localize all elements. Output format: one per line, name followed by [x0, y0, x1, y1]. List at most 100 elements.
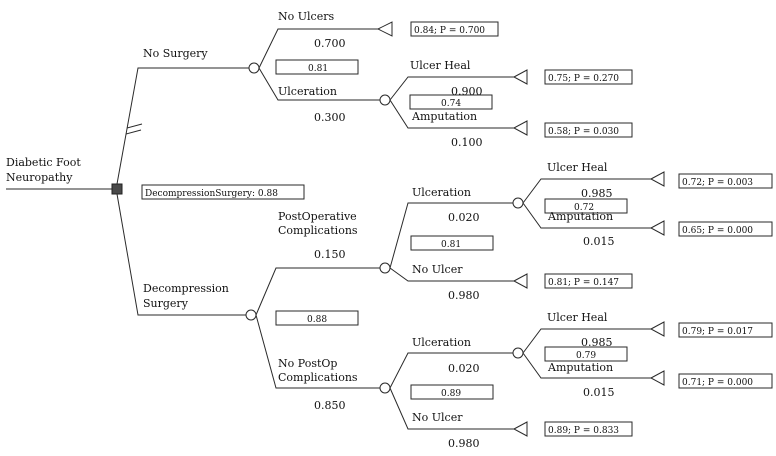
po-ulceration-ev: 0.72	[574, 203, 594, 213]
po-ulceration-label: Ulceration	[412, 186, 471, 199]
terminal-ns-ulcer-heal	[512, 69, 528, 85]
np-ulcer-heal-result-box	[678, 322, 773, 338]
po-amputation-result-box	[678, 221, 773, 237]
np-amputation-label: Amputation	[547, 361, 613, 374]
ns-ulcer-heal-result: 0.75; P = 0.270	[548, 74, 619, 84]
np-ulcer-heal-label: Ulcer Heal	[547, 311, 608, 324]
no-postop-ev: 0.89	[441, 389, 461, 399]
branch-po-no-ulcer[interactable]	[389, 267, 514, 282]
chance-node-ns-ulceration[interactable]	[379, 94, 391, 106]
ns-ulcer-heal-result-box	[544, 69, 633, 85]
chance-node-postop[interactable]	[379, 262, 391, 274]
np-no-ulcer-result-box	[544, 421, 633, 437]
branch-decompression[interactable]	[116, 193, 246, 316]
po-amputation-prob: 0.015	[583, 235, 615, 248]
pruned-mark-1	[126, 123, 143, 129]
ns-ulceration-prob: 0.300	[314, 111, 346, 124]
np-amputation-prob: 0.015	[583, 386, 615, 399]
branch-np-ulceration[interactable]	[389, 352, 513, 389]
chance-node-decompression[interactable]	[245, 309, 257, 321]
decompression-ev: 0.88	[307, 315, 327, 325]
ns-ulceration-label: Ulceration	[278, 85, 337, 98]
po-no-ulcer-prob: 0.980	[448, 289, 480, 302]
pruned-mark-2	[125, 129, 142, 135]
root-title-line2: Neuropathy	[6, 171, 73, 184]
ns-ulceration-ev: 0.74	[441, 99, 461, 109]
ns-amputation-result: 0.58; P = 0.030	[548, 127, 619, 137]
np-ulceration-ev-box	[544, 346, 628, 362]
terminal-ns-amputation	[512, 120, 528, 136]
branch-np-no-ulcer[interactable]	[389, 387, 514, 430]
chance-node-np-ulceration[interactable]	[512, 347, 524, 359]
branch-no-ulcers[interactable]	[258, 28, 378, 69]
decompression-ev-box	[275, 310, 359, 326]
po-no-ulcer-result-box	[544, 273, 633, 289]
po-ulcer-heal-result-box	[678, 173, 773, 189]
chance-node-po-ulceration[interactable]	[512, 197, 524, 209]
ns-amputation-label: Amputation	[411, 110, 477, 123]
no-surgery-label: No Surgery	[143, 47, 208, 60]
np-amputation-result-box	[678, 373, 773, 389]
no-ulcers-prob: 0.700	[314, 37, 346, 50]
np-no-ulcer-label: No Ulcer	[412, 411, 463, 424]
np-ulceration-ev: 0.79	[576, 351, 596, 361]
po-no-ulcer-result: 0.81; P = 0.147	[548, 278, 619, 288]
np-no-ulcer-result: 0.89; P = 0.833	[548, 426, 619, 436]
root-title-line1: Diabetic Foot	[6, 156, 81, 169]
terminal-np-ulcer-heal	[649, 321, 665, 337]
no-postop-ev-box	[410, 384, 494, 400]
no-postop-label-line1: No PostOp	[278, 357, 337, 370]
ns-amputation-result-box	[544, 122, 633, 138]
branch-np-ulcer-heal[interactable]	[522, 328, 651, 354]
po-amputation-result: 0.65; P = 0.000	[682, 226, 753, 236]
terminal-po-amputation	[649, 220, 665, 236]
no-surgery-ev-box	[275, 59, 359, 75]
branch-np-amputation[interactable]	[522, 352, 651, 379]
decision-node[interactable]	[111, 183, 123, 195]
no-postop-prob: 0.850	[314, 399, 346, 412]
postop-label-line1: PostOperative	[278, 210, 357, 223]
chance-node-no-postop[interactable]	[379, 382, 391, 394]
branch-po-ulceration[interactable]	[389, 202, 513, 269]
po-ulcer-heal-result: 0.72; P = 0.003	[682, 178, 753, 188]
chance-node-no-surgery[interactable]	[248, 62, 260, 74]
po-ulcer-heal-label: Ulcer Heal	[547, 161, 608, 174]
branch-po-amputation[interactable]	[522, 202, 651, 229]
no-ulcers-result: 0.84; P = 0.700	[414, 26, 485, 36]
np-ulcer-heal-prob: 0.985	[581, 336, 613, 349]
no-postop-label-line2: Complications	[278, 371, 358, 384]
decompression-label-line2: Surgery	[143, 297, 189, 310]
np-no-ulcer-prob: 0.980	[448, 437, 480, 450]
branch-po-ulcer-heal[interactable]	[522, 178, 651, 204]
terminal-np-no-ulcer	[512, 421, 528, 437]
no-ulcers-label: No Ulcers	[278, 10, 334, 23]
po-ulceration-prob: 0.020	[448, 211, 480, 224]
no-surgery-ev: 0.81	[308, 64, 328, 74]
terminal-po-ulcer-heal	[649, 171, 665, 187]
branch-postop[interactable]	[255, 267, 380, 316]
ns-ulcer-heal-label: Ulcer Heal	[410, 59, 471, 72]
np-ulceration-prob: 0.020	[448, 362, 480, 375]
branch-ns-amputation[interactable]	[389, 99, 514, 129]
postop-ev-box	[410, 235, 494, 251]
postop-label-line2: Complications	[278, 224, 358, 237]
np-amputation-result: 0.71; P = 0.000	[682, 378, 753, 388]
decompression-label-line1: Decompression	[143, 282, 229, 295]
terminal-po-no-ulcer	[512, 273, 528, 289]
po-ulceration-ev-box	[544, 198, 628, 214]
po-no-ulcer-label: No Ulcer	[412, 263, 463, 276]
po-ulcer-heal-prob: 0.985	[581, 187, 613, 200]
postop-ev: 0.81	[441, 240, 461, 250]
decision-summary-box	[141, 184, 305, 200]
branch-ns-ulcer-heal[interactable]	[389, 76, 514, 101]
terminal-np-amputation	[649, 370, 665, 386]
decision-summary: DecompressionSurgery: 0.88	[145, 189, 278, 199]
po-amputation-label: Amputation	[547, 210, 613, 223]
postop-prob: 0.150	[314, 248, 346, 261]
no-ulcers-result-box	[410, 21, 499, 37]
branch-no-postop[interactable]	[255, 314, 380, 389]
ns-ulcer-heal-prob: 0.900	[451, 85, 483, 98]
branch-ns-ulceration[interactable]	[258, 67, 380, 101]
branch-no-surgery[interactable]	[116, 67, 250, 185]
